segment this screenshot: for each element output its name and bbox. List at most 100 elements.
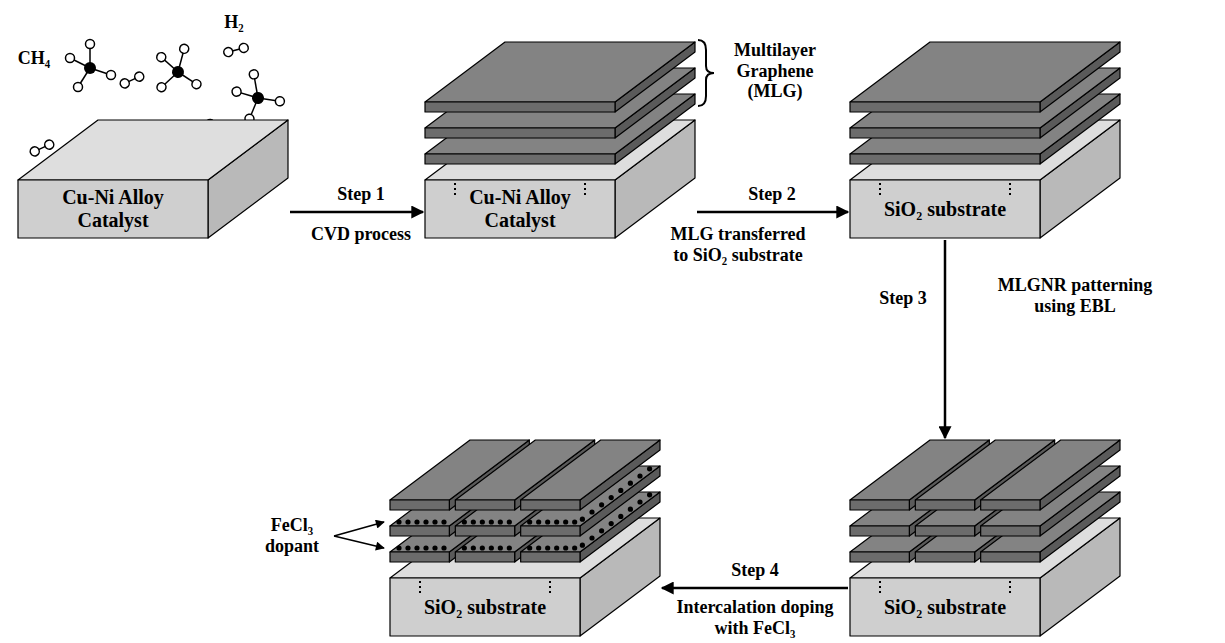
dopant-dot <box>498 519 503 524</box>
dopant-leaders <box>334 522 384 548</box>
dopant-dot <box>589 535 594 540</box>
nanoribbon-front <box>850 552 909 562</box>
nanoribbon-front <box>521 552 580 562</box>
nanoribbon-front <box>390 552 449 562</box>
dopant-dot <box>589 509 594 514</box>
stage-drawing <box>850 440 1120 636</box>
dopant-dot <box>489 545 494 550</box>
nanoribbon-front <box>455 500 514 510</box>
graphene-sheet-front <box>850 102 1040 112</box>
dopant-dot <box>396 545 401 550</box>
dopant-dot <box>580 543 585 548</box>
stage-label: SiO₂ substrate <box>884 198 1006 221</box>
dopant-dot <box>554 545 559 550</box>
dopant-dot <box>462 519 467 524</box>
substrate-front <box>850 578 1040 636</box>
graphene-sheet-top <box>850 42 1120 102</box>
interface-dots <box>454 183 456 196</box>
dopant-dot <box>396 519 401 524</box>
interface-dots <box>584 183 586 196</box>
dopant-dot <box>471 545 476 550</box>
annotation: MLG transferred to SiO₂ substrate <box>664 224 812 265</box>
annotation: FeCl₃ dopant <box>255 515 330 556</box>
dopant-dot <box>441 519 446 524</box>
dopant-dot <box>527 519 532 524</box>
graphene-sheet-front <box>425 128 615 138</box>
dopant-dot <box>647 466 652 471</box>
process-stage: SiO₂ substrate <box>850 440 1120 636</box>
dopant-dot <box>580 517 585 522</box>
dopant-dot <box>405 519 410 524</box>
dopant-dot <box>471 519 476 524</box>
step-label: Step 4 <box>715 560 795 581</box>
step-arrow <box>662 587 848 590</box>
stage-label: Cu-Ni Alloy Catalyst <box>455 186 585 232</box>
nanoribbon-front <box>981 526 1040 536</box>
interface-dots <box>879 183 881 196</box>
dopant-dot <box>498 545 503 550</box>
dopant-dot <box>572 519 577 524</box>
interface-dots <box>879 581 881 594</box>
dopant-dot <box>618 514 623 519</box>
dopant-dot <box>507 519 512 524</box>
dopant-dot <box>572 545 577 550</box>
graphene-sheet-top <box>425 42 695 102</box>
dopant-dot <box>545 545 550 550</box>
annotation: CVD process <box>276 224 446 245</box>
dopant-dot <box>480 545 485 550</box>
dopant-dot <box>628 481 633 486</box>
nanoribbon-front <box>850 526 909 536</box>
stage-drawing <box>390 440 660 636</box>
layer-brace <box>698 40 714 106</box>
stage-drawing <box>425 42 695 238</box>
dopant-dot <box>599 502 604 507</box>
stage-drawing <box>850 42 1120 238</box>
substrate-front <box>425 180 615 238</box>
stage-drawing <box>18 120 288 238</box>
process-stage: SiO₂ substrate <box>850 42 1120 238</box>
nanoribbon-front <box>521 500 580 510</box>
stage-label: SiO₂ substrate <box>424 596 546 619</box>
dopant-dot <box>628 507 633 512</box>
interface-dots <box>1009 581 1011 594</box>
annotation: H₂ <box>214 12 254 33</box>
substrate-front <box>18 180 208 238</box>
substrate-front <box>850 180 1040 238</box>
dopant-dot <box>441 545 446 550</box>
dopant-dot <box>432 519 437 524</box>
nanoribbon-front <box>981 552 1040 562</box>
interface-dots <box>549 581 551 594</box>
process-stage: Cu-Ni Alloy Catalyst <box>425 42 695 238</box>
nanoribbon-front <box>915 526 974 536</box>
interface-dots <box>1009 183 1011 196</box>
step-label: Step 2 <box>732 184 812 205</box>
nanoribbon-front <box>850 500 909 510</box>
dopant-dot <box>462 545 467 550</box>
nanoribbon-top <box>521 440 660 500</box>
dopant-dot <box>563 519 568 524</box>
stage-label: Cu-Ni Alloy Catalyst <box>48 186 178 232</box>
graphene-sheet-front <box>425 102 615 112</box>
step-arrow <box>290 211 423 214</box>
dopant-dot <box>545 519 550 524</box>
step-arrow <box>697 211 848 214</box>
dopant-dot <box>599 528 604 533</box>
dopant-dot <box>637 499 642 504</box>
dopant-dot <box>423 545 428 550</box>
dopant-dot <box>609 495 614 500</box>
dopant-dot <box>414 545 419 550</box>
dopant-dot <box>414 519 419 524</box>
interface-dots <box>419 581 421 594</box>
process-stage: Cu-Ni Alloy Catalyst <box>18 120 288 238</box>
dopant-dot <box>554 519 559 524</box>
dopant-dot <box>536 545 541 550</box>
dopant-dot <box>432 545 437 550</box>
dopant-dot <box>405 545 410 550</box>
substrate-top <box>18 120 288 180</box>
dopant-dot <box>647 492 652 497</box>
nanoribbon-front <box>455 552 514 562</box>
nanoribbon-front <box>915 552 974 562</box>
dopant-dot <box>637 473 642 478</box>
nanoribbon-front <box>390 500 449 510</box>
nanoribbon-front <box>455 526 514 536</box>
